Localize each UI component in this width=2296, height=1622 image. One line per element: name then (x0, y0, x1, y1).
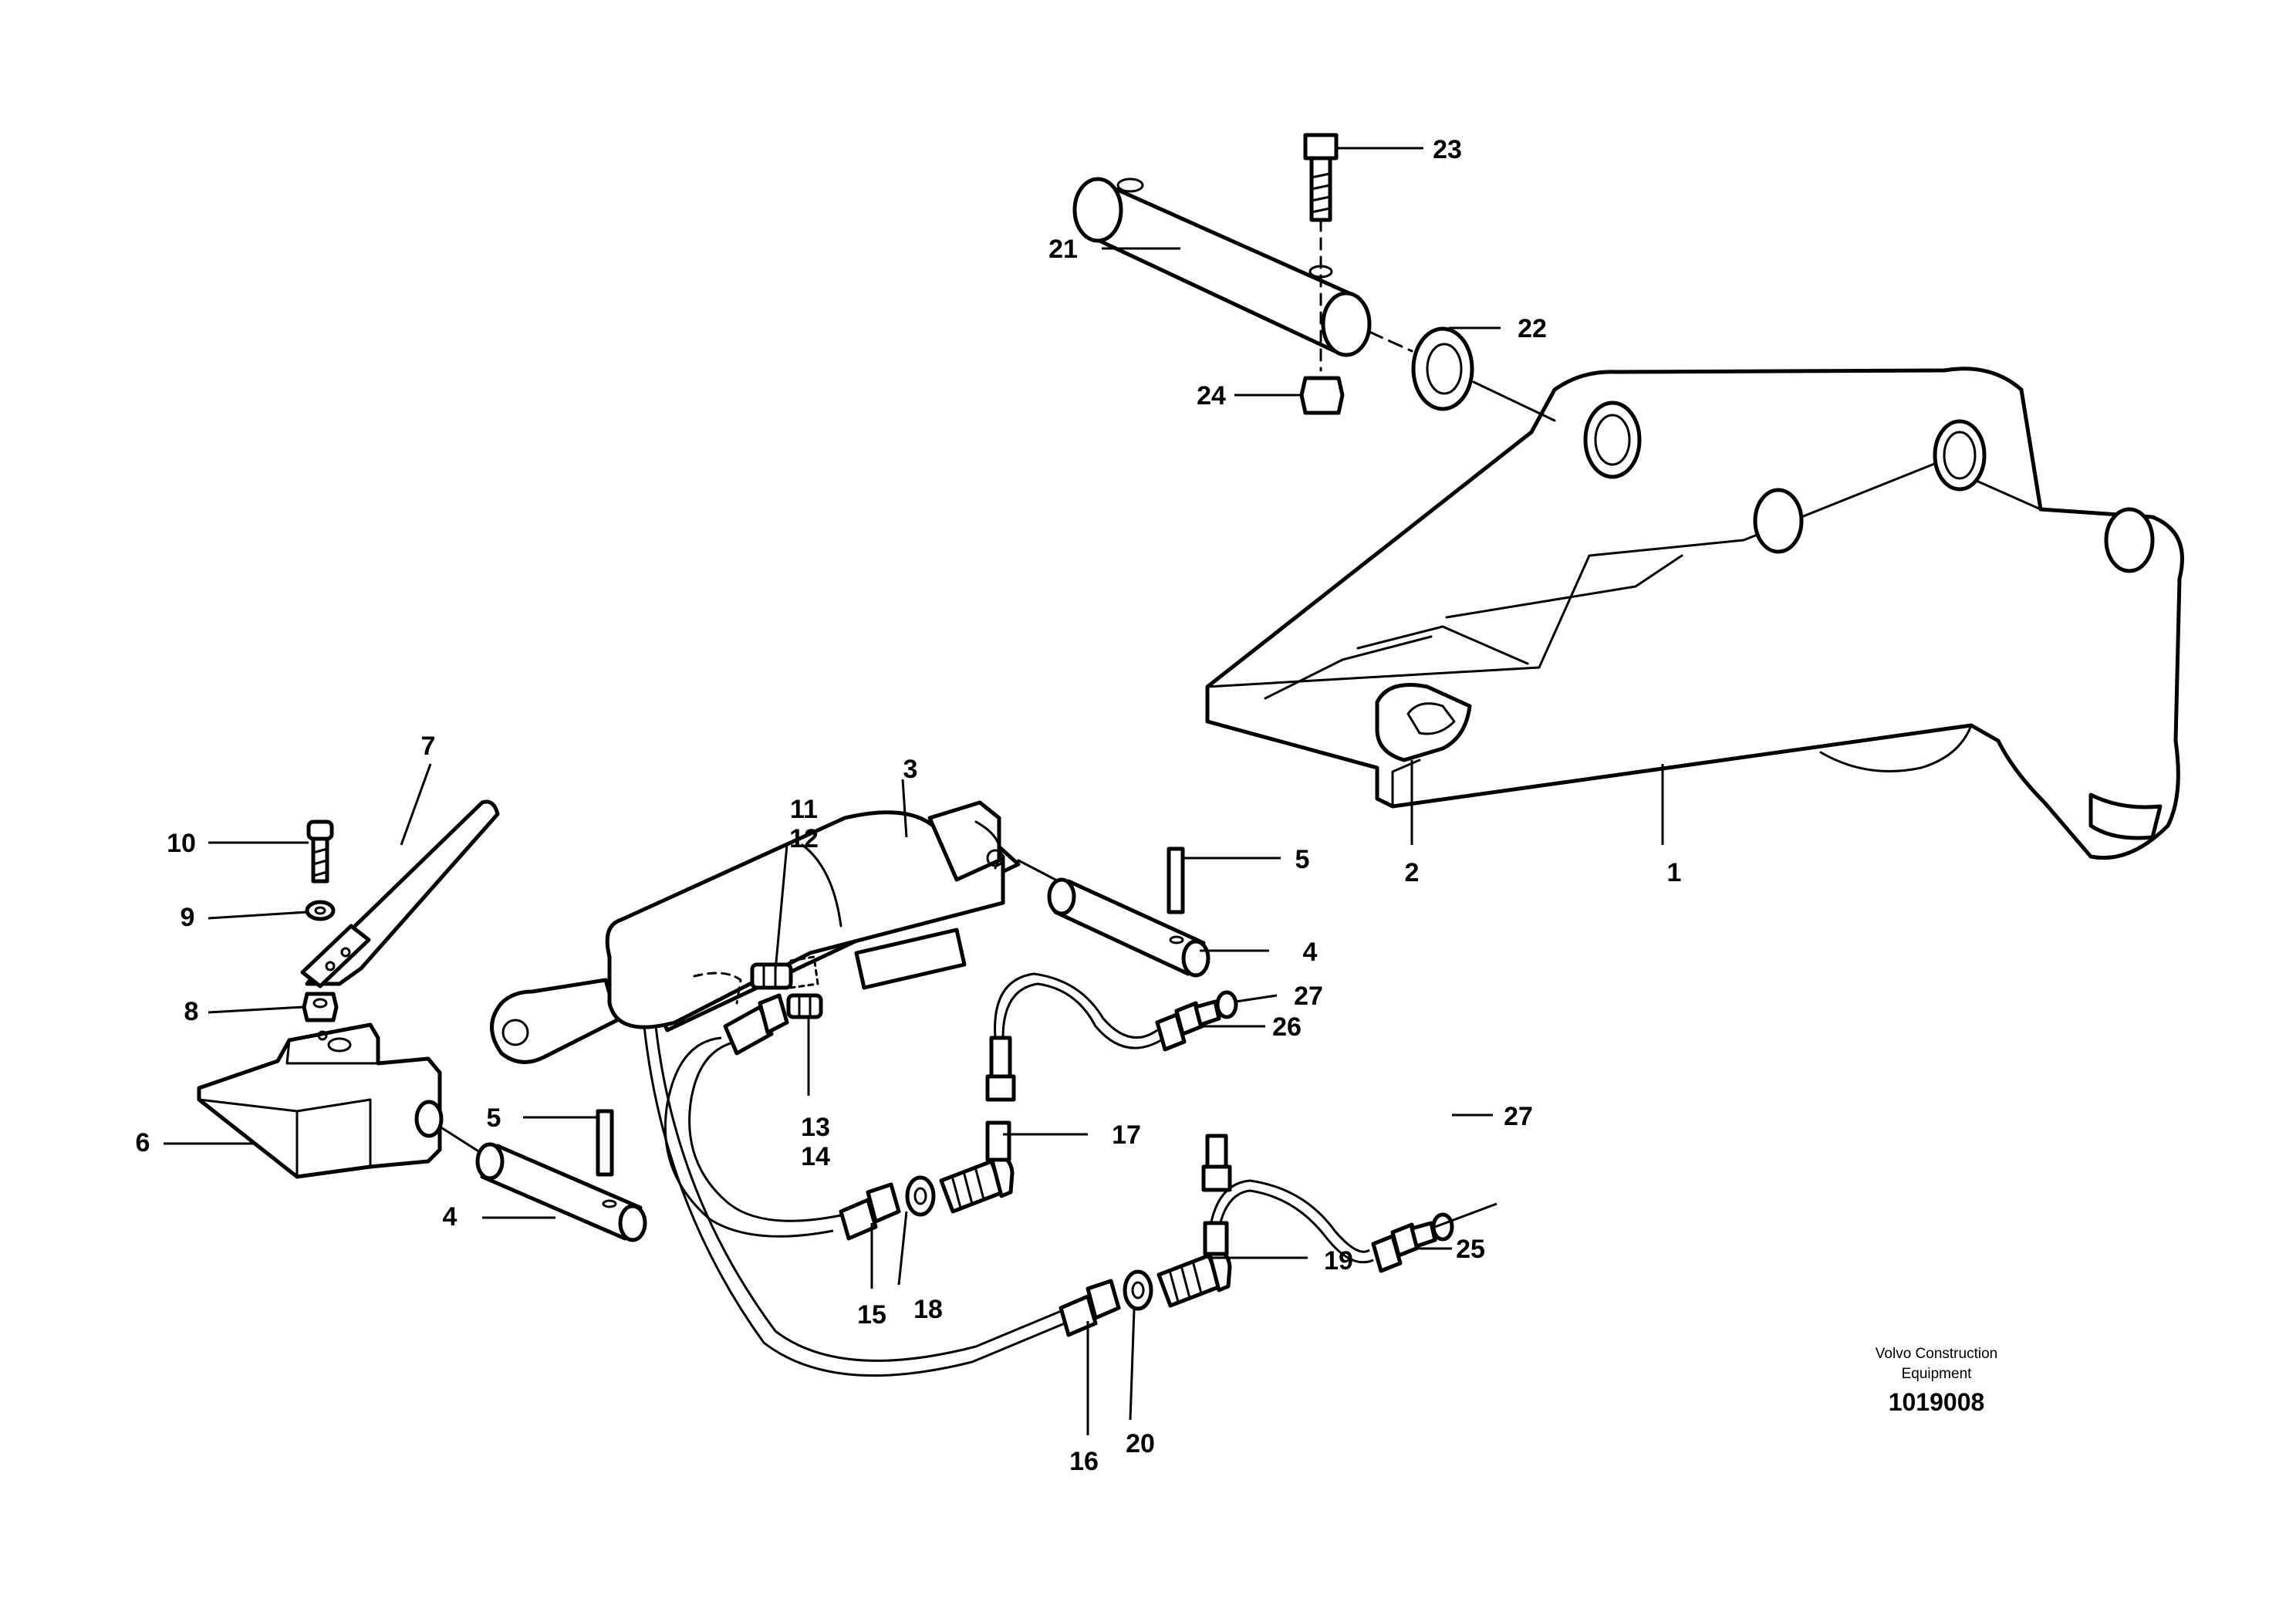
callout-11: 11 (790, 795, 818, 824)
callout-8: 8 (184, 997, 199, 1026)
callout-15: 15 (857, 1300, 886, 1330)
leader-lines (164, 147, 1664, 1435)
rod-7 (300, 799, 500, 988)
callout-5-lower: 5 (487, 1103, 501, 1133)
callout-10: 10 (167, 829, 196, 858)
callout-7: 7 (421, 732, 436, 761)
nut-24 (1299, 376, 1345, 415)
callout-21: 21 (1048, 235, 1078, 264)
credit-block: Volvo Construction Equipment 1019008 (1876, 1346, 1997, 1416)
hose-end-15 (839, 1182, 901, 1241)
callout-27-upper: 27 (1294, 982, 1323, 1011)
callout-20: 20 (1126, 1429, 1155, 1458)
callout-labels: 1 2 3 4 4 5 5 6 7 8 9 10 11 12 13 14 15 … (136, 135, 1682, 1476)
lug-part (1375, 683, 1472, 762)
callout-17: 17 (1112, 1120, 1141, 1150)
nipple-13-14 (786, 993, 823, 1019)
callout-24: 24 (1197, 381, 1226, 411)
callout-27-lower: 27 (1504, 1102, 1533, 1131)
callout-5-upper: 5 (1295, 845, 1310, 874)
callout-6: 6 (136, 1128, 150, 1157)
callout-25: 25 (1456, 1235, 1485, 1264)
callout-4-lower: 4 (443, 1202, 458, 1232)
plate-6 (197, 1022, 444, 1179)
pin-4-lower (475, 1142, 647, 1242)
hose-lines (643, 972, 1374, 1377)
cylinder-3 (490, 800, 1021, 1064)
lock-nut-20 (1123, 1269, 1153, 1311)
callout-16: 16 (1069, 1447, 1099, 1476)
credit-line-2: Equipment (1902, 1366, 1973, 1382)
fitting-25 (1371, 1221, 1437, 1273)
callout-4-upper: 4 (1303, 938, 1318, 967)
callout-22: 22 (1518, 314, 1547, 343)
callout-13: 13 (801, 1113, 830, 1142)
pin-21 (1072, 177, 1372, 357)
callout-9: 9 (181, 903, 195, 932)
washer-9 (305, 900, 336, 921)
callout-12: 12 (789, 824, 819, 853)
bolt-10 (306, 819, 334, 884)
bracket-part (1205, 367, 2184, 860)
callout-23: 23 (1433, 135, 1462, 164)
drawing-number: 1019008 (1889, 1388, 1985, 1416)
hose-end-16 (1059, 1279, 1121, 1337)
bolt-23 (1303, 133, 1339, 222)
o-ring-27-lower (1431, 1212, 1454, 1242)
nut-8 (302, 992, 339, 1022)
callout-2: 2 (1405, 858, 1420, 887)
o-ring-27-upper (1215, 990, 1238, 1019)
elbow-19 (1156, 1134, 1232, 1308)
ring-22 (1411, 326, 1474, 411)
callout-19: 19 (1324, 1246, 1353, 1276)
roll-pin-5-upper (1167, 846, 1185, 914)
hose-fitting-cylinder (723, 993, 789, 1056)
callout-18: 18 (913, 1295, 943, 1324)
credit-line-1: Volvo Construction (1876, 1346, 1997, 1362)
elbow-17 (939, 1036, 1016, 1214)
lock-nut-18 (905, 1175, 936, 1217)
callout-26: 26 (1272, 1012, 1302, 1042)
roll-pin-5-lower (596, 1109, 614, 1177)
callout-1: 1 (1667, 858, 1682, 887)
callout-3: 3 (903, 755, 918, 784)
callout-14: 14 (801, 1142, 830, 1171)
